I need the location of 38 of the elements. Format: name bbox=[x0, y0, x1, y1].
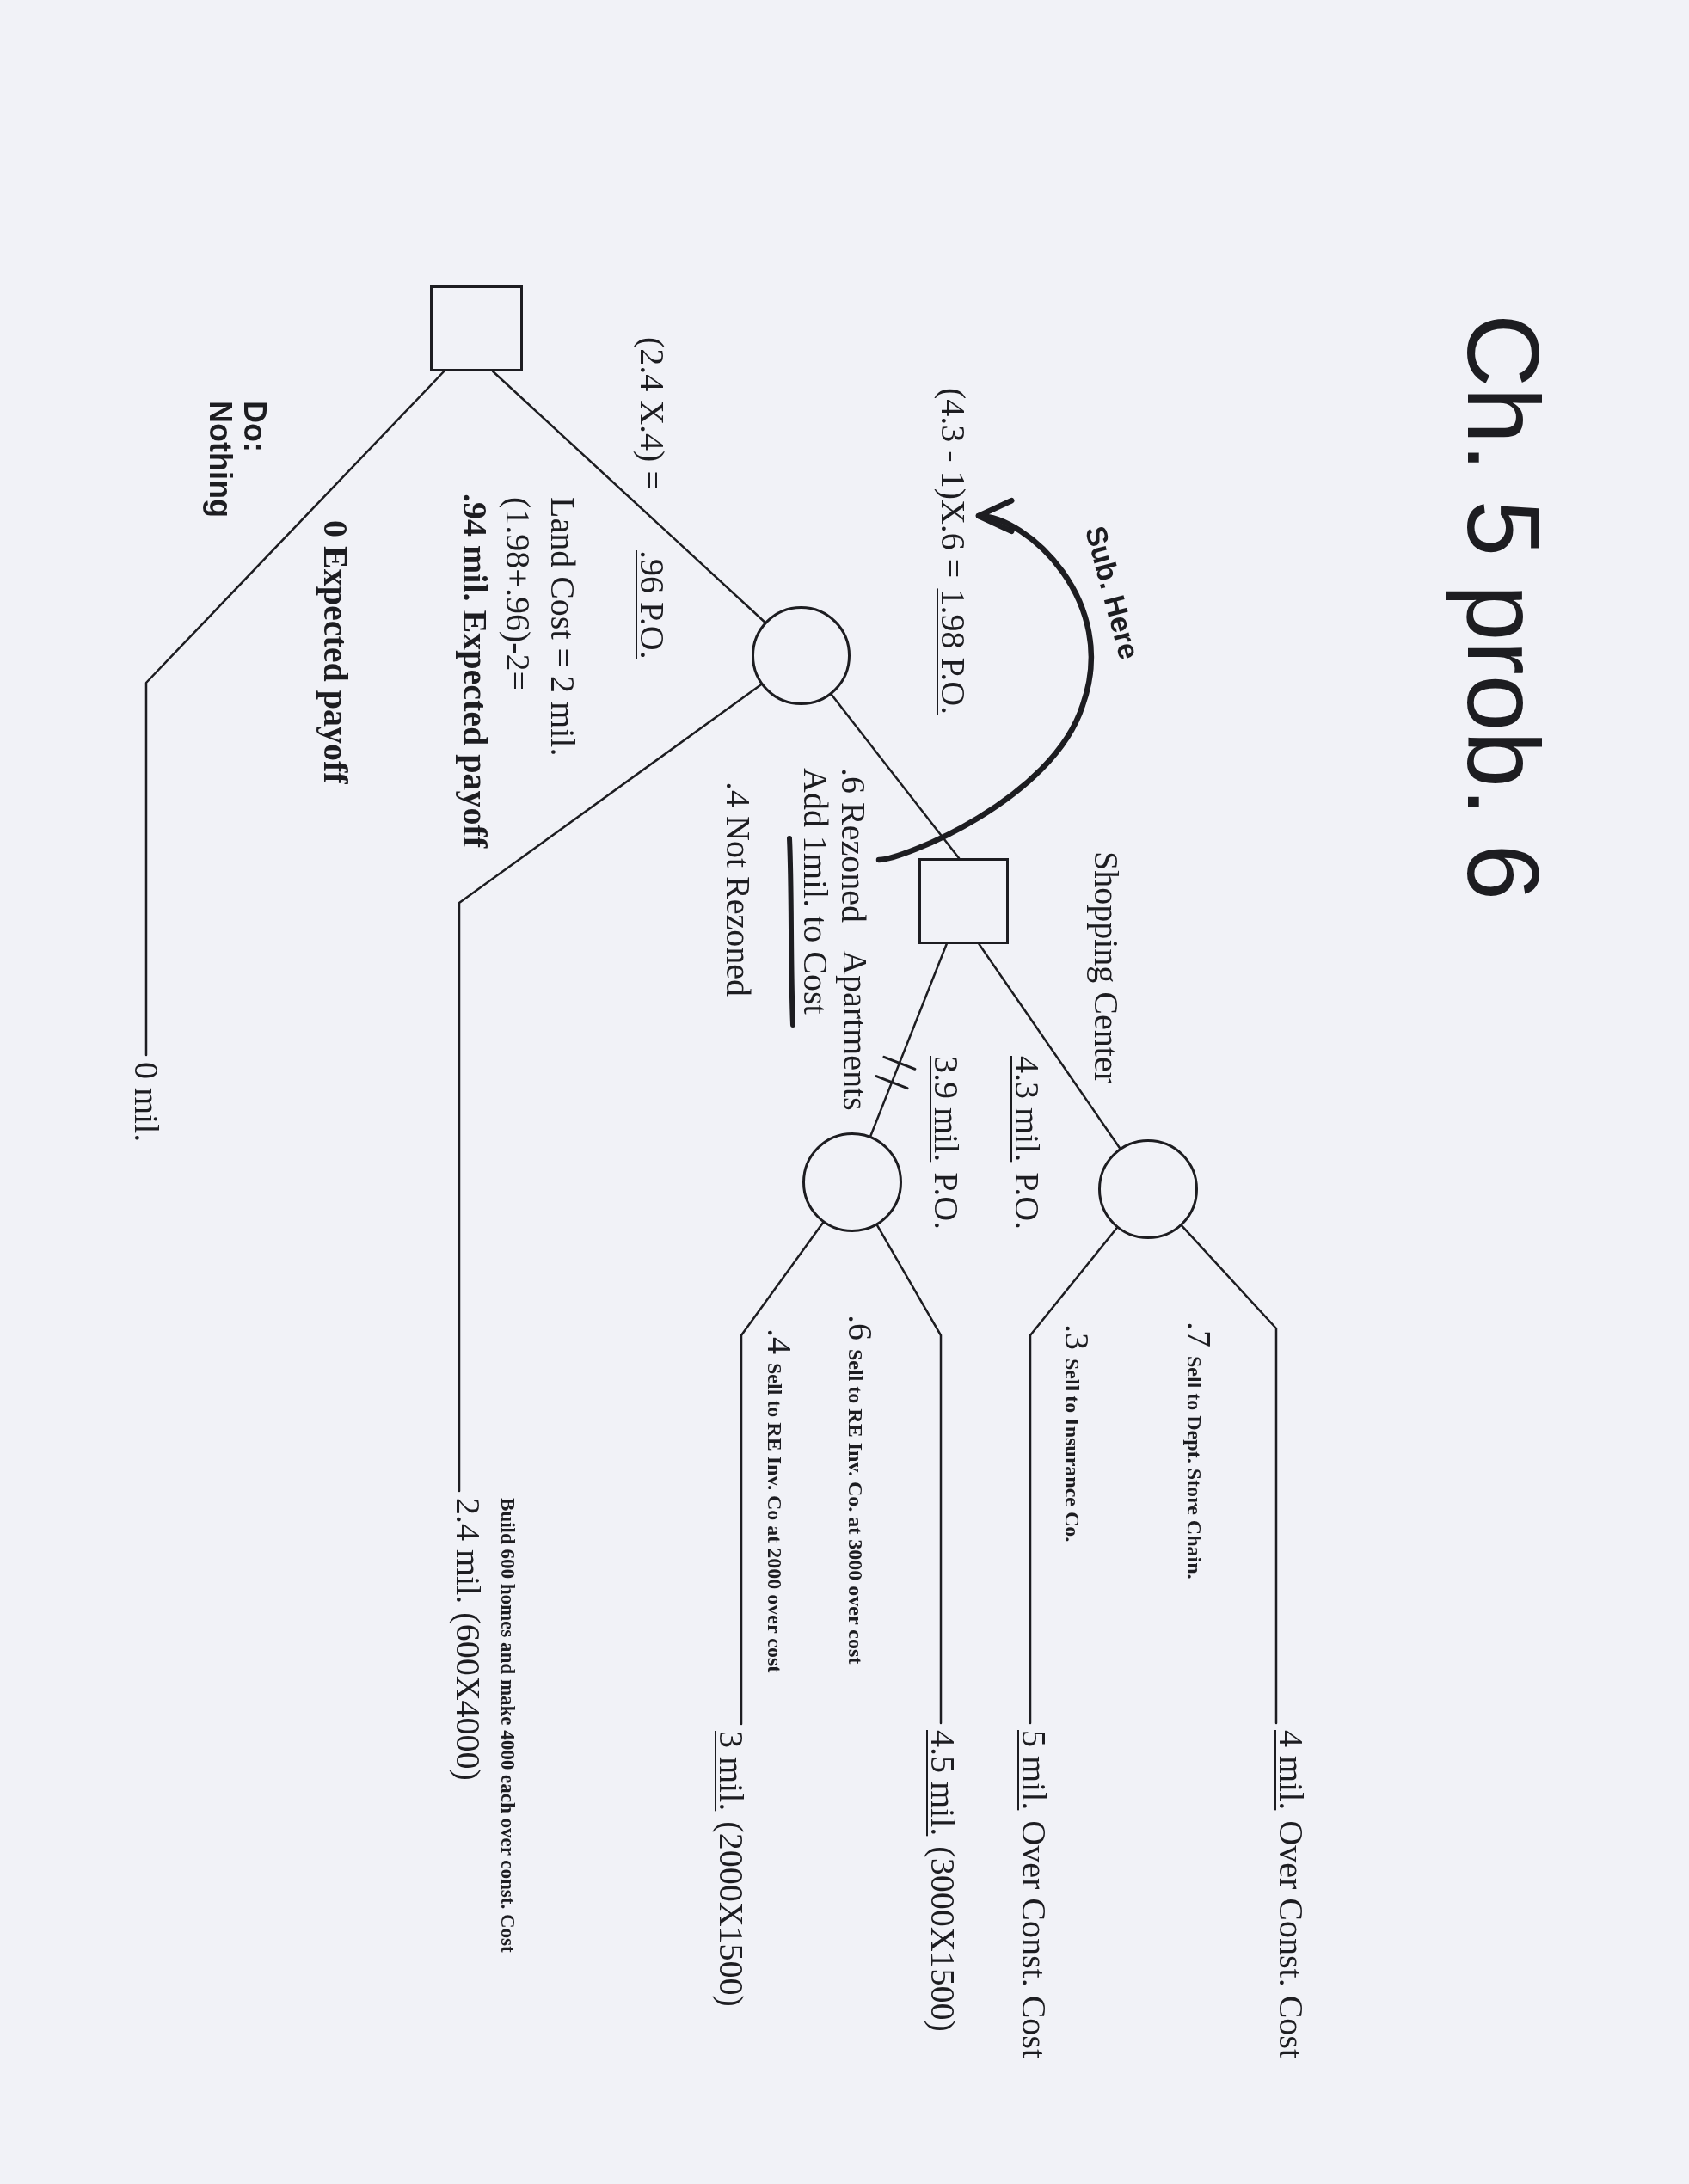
branch-line bbox=[491, 370, 766, 623]
land-cost-text: Land Cost = 2 mil. bbox=[544, 497, 581, 757]
payoff-note: (2000X1500) bbox=[712, 1821, 750, 2007]
cost-note: Add 1mil. to Cost bbox=[796, 768, 834, 1015]
expected-payoff-text: 0 Expected payoff bbox=[316, 520, 354, 784]
branch-line bbox=[875, 1224, 943, 1725]
branch-line bbox=[1029, 1226, 1118, 1725]
branch-line bbox=[830, 693, 961, 860]
branch-line bbox=[978, 942, 1121, 1150]
branch-line bbox=[458, 683, 763, 1493]
payoff-value: 4 mil. bbox=[1272, 1730, 1310, 1811]
branch-line bbox=[869, 942, 948, 1138]
formula-text: (2.4 X.4) = bbox=[633, 336, 671, 490]
payoff-note: (3000X1500) bbox=[924, 1846, 961, 2032]
payoff-value: 2.4 mil. (600X4000) bbox=[449, 1498, 488, 1781]
payoff-abbreviation: P.O. bbox=[927, 1172, 965, 1230]
decision-box bbox=[430, 285, 523, 371]
decision-box bbox=[918, 858, 1009, 944]
payoff-value: 3 mil. bbox=[712, 1731, 750, 1812]
branch-line bbox=[144, 370, 445, 1057]
expected-value: .96 P.O. bbox=[633, 550, 671, 659]
formula-text: (1.98+.96)-2= bbox=[499, 497, 537, 691]
expected-value: 1.98 P.O. bbox=[934, 588, 972, 715]
payoff-value: 5 mil. bbox=[1015, 1730, 1053, 1811]
outcome-note: Build 600 homes and make 4000 each over const. Cost bbox=[496, 1498, 519, 1953]
payoff-note: Over Const. Cost bbox=[1015, 1820, 1053, 2059]
expected-value: 3.9 mil. bbox=[927, 1056, 965, 1163]
branch-line bbox=[740, 1221, 825, 1726]
branch-line bbox=[1181, 1224, 1278, 1725]
payoff-abbreviation: P.O. bbox=[1008, 1172, 1046, 1230]
handwritten-title: Ch. 5 prob. 6 bbox=[1446, 314, 1561, 901]
payoff-value: 0 mil. bbox=[127, 1062, 165, 1143]
expected-payoff-text: .94 mil. Expected payoff bbox=[456, 494, 494, 849]
payoff-note: Over Const. Cost bbox=[1272, 1820, 1310, 2059]
payoff-value: 4.5 mil. bbox=[924, 1730, 961, 1837]
expected-value: 4.3 mil. bbox=[1008, 1056, 1046, 1163]
probability-label: .6 Rezoned bbox=[834, 768, 872, 923]
formula-text: (4.3 - 1)X.6 = bbox=[934, 388, 972, 579]
